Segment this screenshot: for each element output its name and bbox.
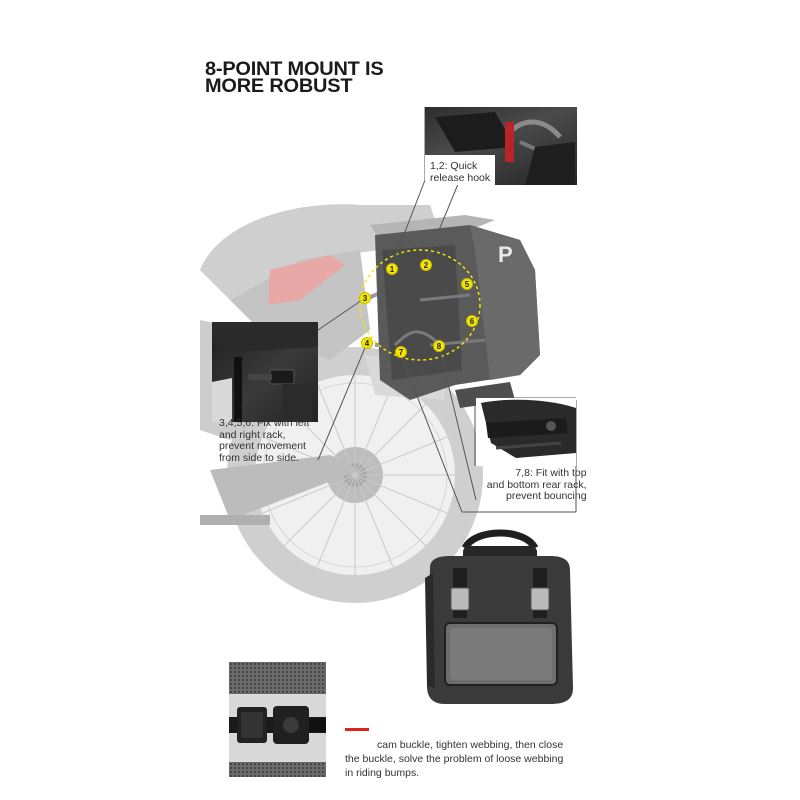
- callout-side-mount-line-2: and right rack,: [219, 428, 286, 441]
- caption-line-2: the buckle, solve the problem of loose w…: [345, 753, 564, 765]
- callout-side-mount-line-4: from side to side.: [219, 451, 299, 464]
- callout-quick-release-line-1: 1,2: Quick: [430, 160, 478, 172]
- caption-line-3: in riding bumps.: [345, 767, 420, 779]
- pannier-bag: [375, 225, 540, 408]
- headline-line-1: 8-POINT MOUNT IS: [205, 59, 384, 80]
- mount-marker-4: 4: [361, 337, 373, 349]
- mount-marker-1: 1: [386, 263, 398, 275]
- callout-quick-release: 1,2: Quick release hook: [430, 160, 491, 184]
- callout-side-mount-line-1: 3,4,5,6: Fix with left: [219, 417, 310, 429]
- mount-ring: [359, 249, 481, 361]
- mount-marker-5: 5: [461, 278, 473, 290]
- callout-rear-rack-line-2: and bottom rear rack,: [486, 478, 587, 491]
- tail-body: [230, 250, 370, 360]
- callout-rear-rack-line-3: prevent bouncing: [506, 490, 587, 502]
- callout-rear-rack-line-1: 7,8: Fit with top: [515, 467, 587, 479]
- callout-side-mount: 3,4,5,6: Fix with left and right rack, p…: [219, 417, 310, 464]
- inset-quick-release-photo: [425, 107, 577, 185]
- mount-marker-8: 8: [433, 340, 445, 352]
- mount-marker-2: 2: [420, 259, 432, 271]
- bag-logo: P: [498, 242, 513, 267]
- red-fairing-stripe: [268, 255, 345, 305]
- callout-rear-rack: 7,8: Fit with top and bottom rear rack, …: [487, 467, 587, 503]
- headline: 8-POINT MOUNT IS MORE ROBUST: [205, 59, 384, 97]
- headline-line-2: MORE ROBUST: [205, 76, 353, 97]
- mount-marker-7: 7: [395, 346, 407, 358]
- callout-quick-release-line-2: release hook: [430, 171, 491, 184]
- pannier-product-photo: [425, 529, 573, 704]
- cam-buckle-caption: cam buckle, tighten webbing, then close …: [345, 738, 563, 780]
- inset-cam-buckle-photo: [229, 662, 326, 777]
- inset-rear-rack-photo: [476, 398, 576, 466]
- caption-line-1: cam buckle, tighten webbing, then close: [377, 739, 564, 751]
- accent-dash: [345, 728, 369, 731]
- mount-marker-6: 6: [466, 315, 478, 327]
- callout-side-mount-line-3: prevent movement: [219, 440, 306, 452]
- footpeg-bracket: [200, 515, 270, 525]
- inset-side-buckle-photo: [212, 322, 318, 422]
- leader-lines: [317, 107, 577, 513]
- mount-marker-3: 3: [359, 292, 371, 304]
- swingarm: [210, 455, 360, 520]
